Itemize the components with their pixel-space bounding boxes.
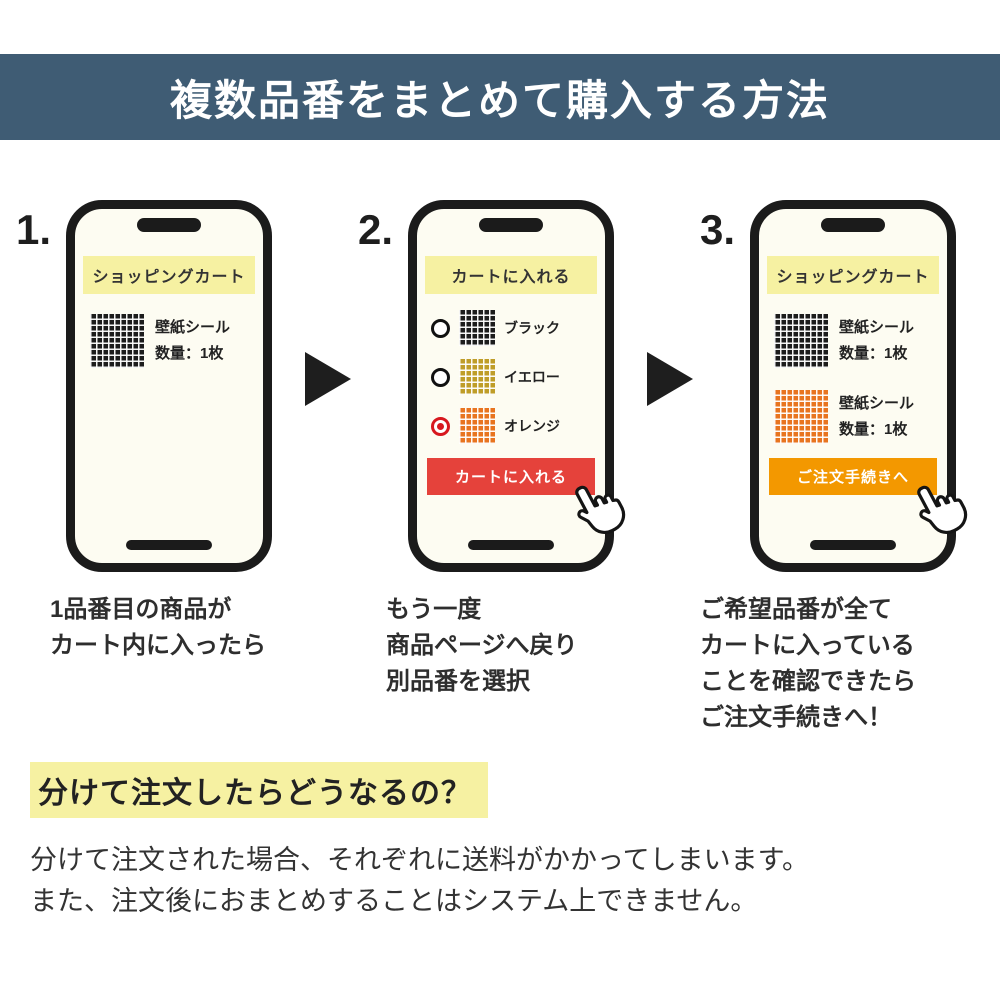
swatch-yellow-icon <box>459 359 495 395</box>
item-quantity: 数量：1枚 <box>839 421 908 438</box>
phone-mockup-3: ショッピングカート 壁紙シール 数量：1枚 壁紙シール 数量：1枚 <box>750 200 968 572</box>
color-option-label: オレンジ <box>504 418 560 434</box>
item-name: 壁紙シール <box>839 318 915 336</box>
cart-item: 壁紙シール 数量：1枚 <box>75 314 263 368</box>
product-swatch-orange-icon <box>774 390 828 444</box>
step-1-caption: 1品番目の商品が カート内に入ったら <box>50 596 266 659</box>
phone-mockup-1: ショッピングカート 壁紙シール 数量：1枚 <box>66 200 272 572</box>
cart-item-text: 壁紙シール 数量：1枚 <box>839 391 914 444</box>
color-option-label: イエロー <box>504 369 560 385</box>
arrow-step2-step3 <box>640 200 700 736</box>
cart-item: 壁紙シール 数量：1枚 <box>759 390 947 444</box>
color-option-label: ブラック <box>504 320 560 336</box>
page-title: 複数品番をまとめて購入する方法 <box>169 76 830 124</box>
item-name: 壁紙シール <box>839 394 915 412</box>
radio-unselected-icon <box>431 367 450 387</box>
radio-selected-icon <box>431 416 450 436</box>
product-swatch-black-icon <box>90 314 144 368</box>
item-quantity: 数量：1枚 <box>155 345 224 362</box>
arrow-step1-step2 <box>298 200 358 736</box>
phone-home-indicator <box>126 540 212 550</box>
phone-notch <box>479 218 543 232</box>
faq-section: 分けて注文したらどうなるの？ 分けて注文された場合、それぞれに送料がかかってしま… <box>0 762 1000 921</box>
steps-row: 1. ショッピングカート 壁紙シール 数量：1枚 1品番目の商品が カート内に入… <box>0 200 1000 736</box>
header-banner: 複数品番をまとめて購入する方法 <box>0 54 1000 140</box>
color-option-orange: オレンジ <box>417 408 605 444</box>
faq-answer: 分けて注文された場合、それぞれに送料がかかってしまいます。 また、注文後におまと… <box>30 845 809 916</box>
hand-cursor-icon <box>575 485 626 535</box>
step-1-number: 1. <box>16 206 52 253</box>
phone-home-indicator <box>810 540 896 550</box>
faq-question-highlighted: 分けて注文したらどうなるの？ <box>30 762 488 818</box>
screen-title-cart: ショッピングカート <box>83 256 255 294</box>
hand-cursor-icon <box>917 485 968 535</box>
cart-item-text: 壁紙シール 数量：1枚 <box>839 315 914 368</box>
item-quantity: 数量：1枚 <box>839 345 908 362</box>
checkout-button: ご注文手続きへ <box>769 458 968 535</box>
phone-mockup-2: カートに入れる ブラック イエロー オレンジ <box>408 200 626 572</box>
cart-item-text: 壁紙シール 数量：1枚 <box>155 315 230 368</box>
color-option-yellow: イエロー <box>417 359 605 395</box>
phone-notch <box>821 218 885 232</box>
step-3-caption: ご希望品番が全て カートに入っている ことを確認できたら ご注文手続きへ！ <box>700 596 916 731</box>
step-2-caption: もう一度 商品ページへ戻り 別品番を選択 <box>386 596 578 695</box>
step-2: 2. カートに入れる ブラック イエロー <box>358 200 640 736</box>
phone-home-indicator <box>468 540 554 550</box>
checkout-button-label: ご注文手続きへ <box>796 469 909 486</box>
phone-notch <box>137 218 201 232</box>
step-3: 3. ショッピングカート 壁紙シール 数量：1枚 壁紙シール 数量：1枚 <box>700 200 982 736</box>
screen-title-cart: ショッピングカート <box>767 256 939 294</box>
step-1: 1. ショッピングカート 壁紙シール 数量：1枚 1品番目の商品が カート内に入… <box>16 200 298 736</box>
item-name: 壁紙シール <box>155 318 231 336</box>
color-options: ブラック イエロー オレンジ <box>417 310 605 444</box>
arrow-right-icon <box>647 352 693 406</box>
screen-title-add-to-cart: カートに入れる <box>425 256 597 294</box>
color-option-black: ブラック <box>417 310 605 346</box>
product-swatch-black-icon <box>774 314 828 368</box>
swatch-orange-icon <box>459 408 495 444</box>
swatch-black-icon <box>459 310 495 346</box>
add-to-cart-button: カートに入れる <box>427 458 626 535</box>
add-to-cart-button-label: カートに入れる <box>454 469 567 486</box>
cart-item: 壁紙シール 数量：1枚 <box>759 314 947 368</box>
step-2-number: 2. <box>358 206 394 253</box>
arrow-right-icon <box>305 352 351 406</box>
radio-unselected-icon <box>431 318 450 338</box>
step-3-number: 3. <box>700 206 736 253</box>
